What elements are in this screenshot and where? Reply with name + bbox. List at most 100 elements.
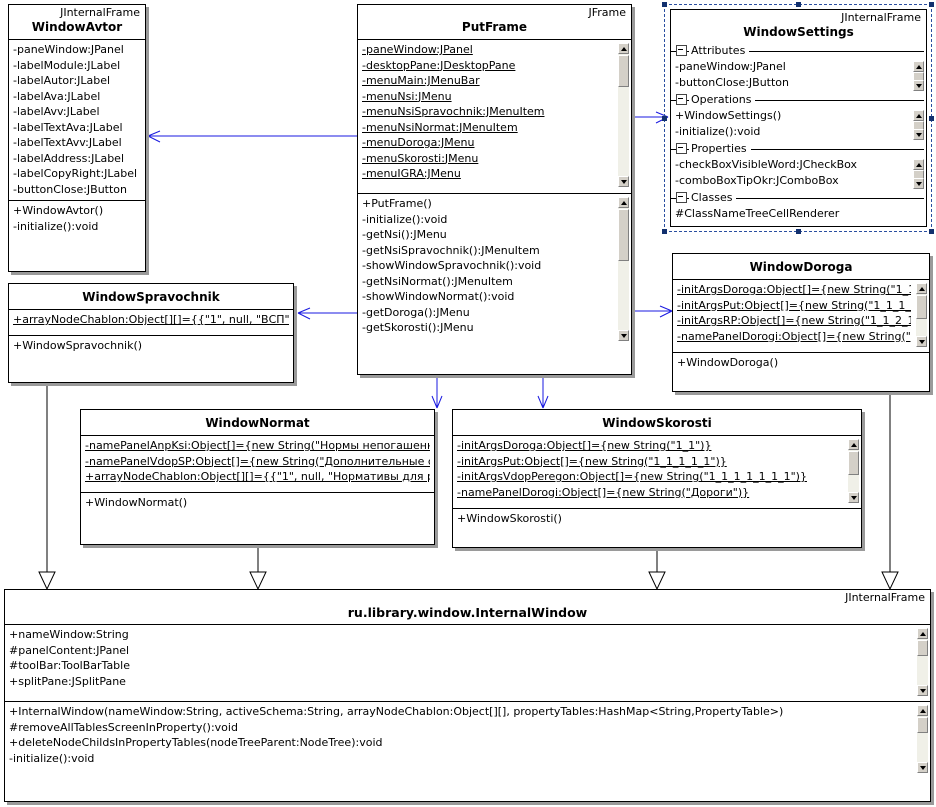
- class-box-window-skorosti[interactable]: WindowSkorosti -initArgsDoroga:Object[]=…: [452, 409, 862, 548]
- selection-handle[interactable]: [662, 2, 667, 7]
- operations-compartment: +WindowNormat(): [81, 493, 434, 537]
- group-header-operations[interactable]: Operations: [671, 92, 926, 108]
- scroll-up-arrow-icon[interactable]: [618, 43, 629, 54]
- attribute-item: -initArgsDoroga:Object[]={new String("1_…: [457, 439, 712, 452]
- operations-scrollbar[interactable]: [912, 109, 925, 141]
- property-item: -checkBoxVisibleWord:JCheckBox: [675, 158, 858, 171]
- selection-handle[interactable]: [796, 2, 801, 7]
- scrollbar-thumb[interactable]: [916, 295, 927, 319]
- scrollbar-thumb[interactable]: [618, 55, 629, 87]
- class-stereotype: JInternalFrame: [841, 11, 921, 24]
- compartment-divider: [81, 435, 434, 436]
- scroll-down-arrow-icon[interactable]: [848, 492, 859, 503]
- operations-compartment: +WindowDoroga(): [673, 353, 929, 377]
- attributes-compartment: +arrayNodeChablon:Object[][]={{"1", null…: [9, 310, 293, 335]
- operation-item: -showWindowSpravochnik():void: [362, 259, 542, 272]
- scroll-up-arrow-icon[interactable]: [618, 197, 629, 208]
- attributes-compartment: -namePanelAnpKsi:Object[]={new String("Н…: [81, 436, 434, 492]
- class-box-internal-window[interactable]: JInternalFrame ru.library.window.Interna…: [4, 589, 931, 802]
- scroll-down-arrow-icon[interactable]: [913, 178, 924, 189]
- compartment-divider: [453, 435, 861, 436]
- class-box-window-avtor[interactable]: JInternalFrame WindowAvtor -paneWindow:J…: [8, 4, 146, 272]
- operation-item: +WindowNormat(): [85, 496, 188, 509]
- attribute-item: -menuDoroga:JMenu: [362, 136, 475, 149]
- scroll-down-arrow-icon[interactable]: [916, 336, 927, 347]
- attributes-compartment: -paneWindow:JPanel -buttonClose:JButton: [671, 59, 926, 93]
- group-label: Properties: [689, 141, 751, 156]
- scroll-down-arrow-icon[interactable]: [618, 176, 629, 187]
- selection-handle[interactable]: [796, 229, 801, 234]
- attribute-item: -paneWindow:JPanel: [362, 43, 473, 56]
- scroll-down-arrow-icon[interactable]: [917, 762, 928, 773]
- selection-handle[interactable]: [662, 229, 667, 234]
- attribute-list: -initArgsDoroga:Object[]={new String("1_…: [673, 280, 929, 347]
- attribute-item: -namePanelAnpKsi:Object[]={new String("Н…: [85, 439, 430, 452]
- class-box-put-frame[interactable]: JFrame PutFrame -paneWindow:JPanel -desk…: [357, 4, 632, 375]
- attribute-item: -labelTextAvv:JLabel: [13, 136, 122, 149]
- scroll-up-arrow-icon[interactable]: [917, 705, 928, 716]
- collapse-toggle-icon[interactable]: [676, 143, 687, 154]
- compartment-divider: [5, 701, 930, 702]
- class-name: WindowSettings: [743, 25, 854, 39]
- attribute-item: -initArgsPut:Object[]={new String("1_1_1…: [677, 298, 911, 312]
- scroll-up-arrow-icon[interactable]: [917, 628, 928, 639]
- selection-marquee: [662, 2, 934, 234]
- compartment-divider: [358, 39, 631, 40]
- attribute-item: -initArgsVdopPeregon:Object[]={new Strin…: [457, 470, 807, 483]
- scrollbar-thumb[interactable]: [917, 640, 928, 656]
- operations-scrollbar[interactable]: [617, 196, 630, 342]
- collapse-toggle-icon[interactable]: [676, 94, 687, 105]
- selection-handle[interactable]: [929, 116, 934, 121]
- attributes-scrollbar[interactable]: [847, 438, 860, 504]
- selection-handle[interactable]: [929, 229, 934, 234]
- attributes-scrollbar[interactable]: [912, 60, 925, 92]
- operation-item: -initialize():void: [9, 751, 95, 765]
- class-box-window-spravochnik[interactable]: WindowSpravochnik +arrayNodeChablon:Obje…: [8, 283, 294, 383]
- scrollbar-thumb[interactable]: [848, 451, 859, 475]
- selection-handle[interactable]: [662, 116, 667, 121]
- property-item: -comboBoxTipOkr:JComboBox: [675, 173, 839, 187]
- scroll-up-arrow-icon[interactable]: [848, 439, 859, 450]
- scrollbar-thumb[interactable]: [618, 209, 629, 261]
- operations-compartment: +WindowSkorosti(): [453, 509, 861, 533]
- collapse-toggle-icon[interactable]: [676, 45, 687, 56]
- class-name: WindowDoroga: [749, 260, 853, 274]
- properties-scrollbar[interactable]: [912, 158, 925, 190]
- attribute-item: +arrayNodeChablon:Object[][]={{"1", null…: [85, 470, 430, 483]
- scroll-down-arrow-icon[interactable]: [917, 685, 928, 696]
- group-label: Classes: [689, 190, 737, 205]
- collapse-toggle-icon[interactable]: [676, 192, 687, 203]
- scroll-up-arrow-icon[interactable]: [913, 61, 924, 72]
- scroll-down-arrow-icon[interactable]: [913, 80, 924, 91]
- scroll-up-arrow-icon[interactable]: [913, 159, 924, 170]
- operation-item: -initialize():void: [362, 212, 448, 226]
- attribute-item: -initArgsDoroga:Object[]={new String("1_…: [677, 283, 911, 296]
- attribute-item: -namePanelDorogi:Object[]={new String("Д…: [457, 485, 750, 499]
- class-box-window-settings[interactable]: JInternalFrame WindowSettings Attributes…: [670, 9, 927, 227]
- operations-scrollbar[interactable]: [916, 704, 929, 774]
- selection-handle[interactable]: [929, 2, 934, 7]
- group-header-classes[interactable]: Classes: [671, 190, 926, 206]
- attribute-item: -desktopPane:JDesktopPane: [362, 58, 516, 72]
- class-stereotype: JInternalFrame: [845, 591, 925, 604]
- attributes-scrollbar[interactable]: [915, 282, 928, 348]
- scrollbar-thumb[interactable]: [917, 717, 928, 733]
- attribute-item: -namePanelDorogi:Object[]={new String("Д…: [677, 329, 911, 343]
- operation-item: -getNsi():JMenu: [362, 228, 447, 241]
- scroll-down-arrow-icon[interactable]: [913, 129, 924, 140]
- attribute-item: +arrayNodeChablon:Object[][]={{"1", null…: [13, 313, 289, 326]
- scroll-down-arrow-icon[interactable]: [618, 330, 629, 341]
- attribute-item: -menuSkorosti:JMenu: [362, 151, 479, 165]
- class-box-window-normat[interactable]: WindowNormat -namePanelAnpKsi:Object[]={…: [80, 409, 435, 545]
- group-header-properties[interactable]: Properties: [671, 141, 926, 157]
- scroll-up-arrow-icon[interactable]: [913, 110, 924, 121]
- attribute-list: -paneWindow:JPanel -buttonClose:JButton: [671, 59, 926, 93]
- attribute-list: +arrayNodeChablon:Object[][]={{"1", null…: [9, 310, 293, 331]
- class-box-window-doroga[interactable]: WindowDoroga -initArgsDoroga:Object[]={n…: [672, 253, 930, 392]
- attributes-scrollbar[interactable]: [916, 627, 929, 697]
- attributes-scrollbar[interactable]: [617, 42, 630, 188]
- group-header-attributes[interactable]: Attributes: [671, 43, 926, 59]
- attribute-item: -labelAvv:JLabel: [13, 105, 100, 118]
- scroll-up-arrow-icon[interactable]: [916, 283, 927, 294]
- attribute-item: -labelTextAva:JLabel: [13, 120, 123, 134]
